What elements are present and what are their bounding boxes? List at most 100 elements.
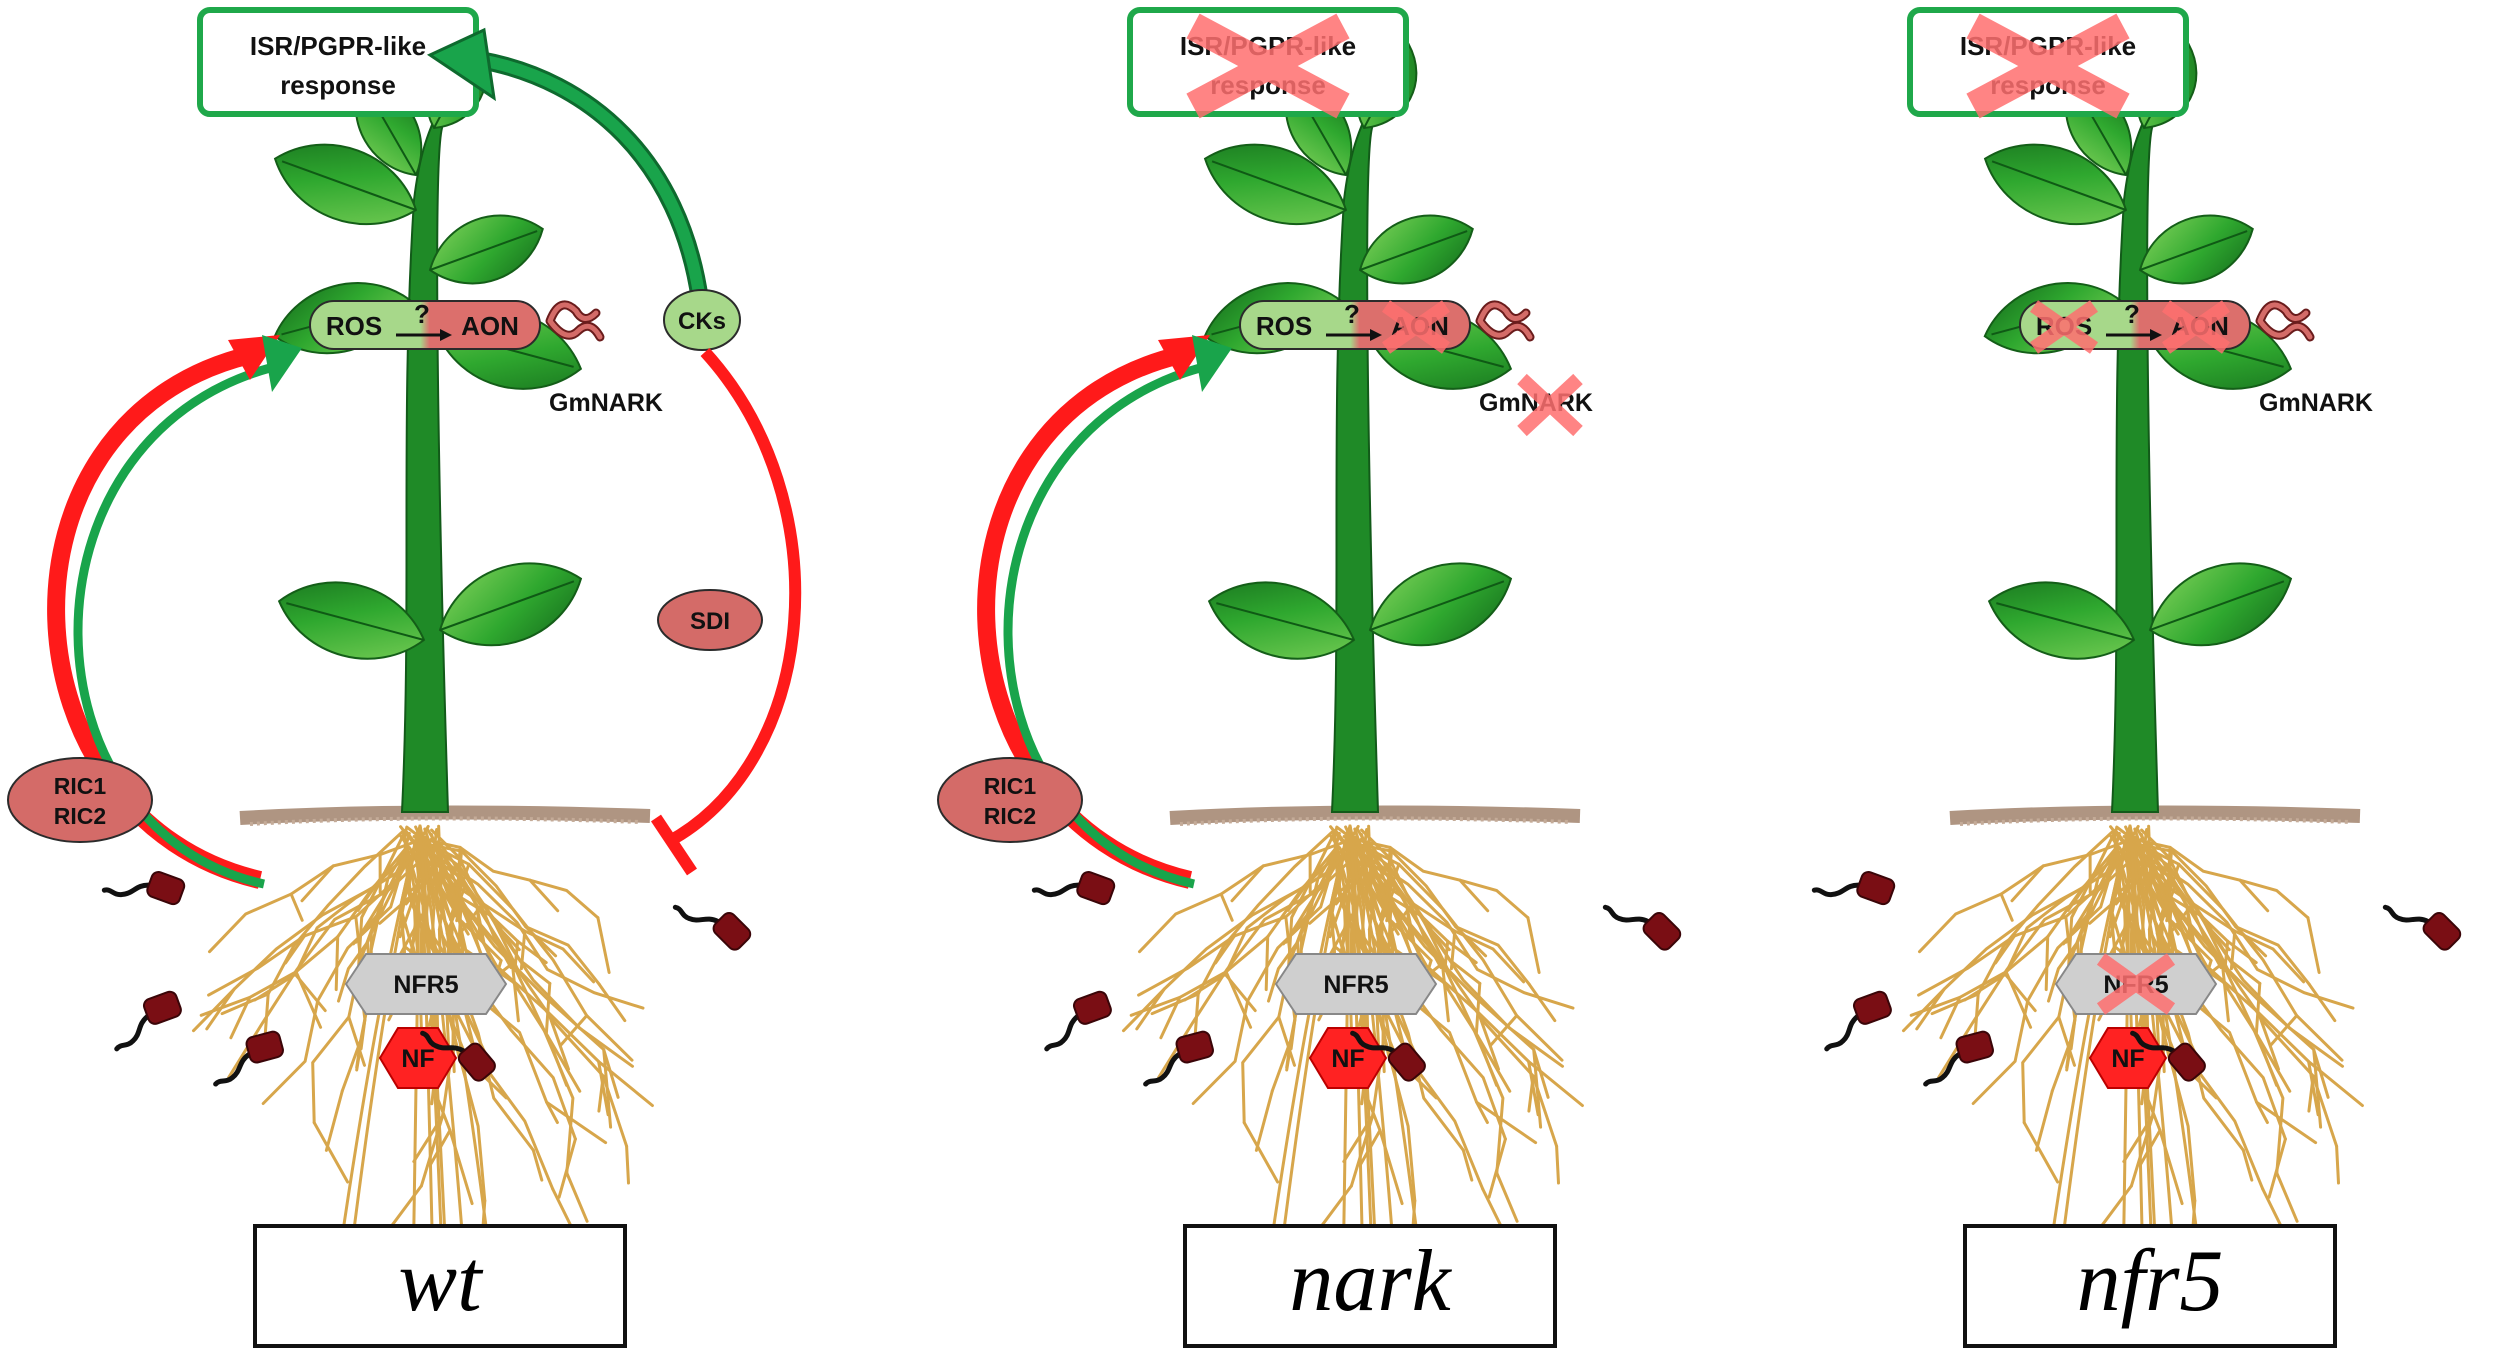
root-main — [2131, 837, 2310, 920]
nfr5-label: NFR5 — [1323, 971, 1388, 999]
root-branch — [1316, 1184, 1353, 1232]
leaf-vein — [1991, 160, 2127, 211]
root-branch — [1532, 1048, 1550, 1099]
root-branch — [1495, 1171, 1519, 1223]
cross-stroke-b — [1381, 300, 1451, 354]
root-main — [1356, 827, 1478, 965]
root-branch — [1264, 935, 1270, 992]
root-branch — [1219, 892, 1234, 922]
root-main — [1918, 836, 2138, 954]
root-main — [432, 853, 645, 1010]
root-branch — [2306, 916, 2321, 974]
root-main — [199, 847, 408, 1017]
ric-arc-green — [1003, 363, 1202, 889]
root-main — [1191, 846, 1340, 1105]
rhizobium-body — [2167, 1042, 2206, 1082]
leaf-low-left — [1207, 581, 1356, 660]
root-branch — [2010, 864, 2045, 903]
root-branch — [2223, 939, 2230, 972]
leaf-low-right — [438, 562, 583, 647]
leaf-low-left — [1987, 581, 2136, 660]
rhizobium-flagellum — [1602, 904, 1651, 924]
gmnark-cross — [1517, 373, 1583, 437]
ros-cross — [2029, 300, 2099, 354]
root-main — [1183, 837, 1364, 1002]
rhizobium-5 — [1602, 904, 1682, 951]
cross-stroke-b — [2161, 300, 2231, 354]
leaf-upper-left — [1203, 143, 1348, 225]
leaf-low-right — [1368, 562, 1513, 647]
rhizobium-3 — [213, 1030, 284, 1087]
rhizobium-flagellum — [2130, 1030, 2177, 1054]
ros-aon-oval — [309, 300, 541, 350]
ric-arc-green — [73, 363, 272, 889]
soil-line — [1169, 805, 1581, 825]
nf-hexagon — [2088, 1027, 2168, 1089]
root-branch — [2256, 1011, 2280, 1071]
genotype-label: nark — [1289, 1233, 1452, 1330]
root-branch — [1385, 896, 1394, 923]
genotype-box — [1183, 1224, 1557, 1348]
root-branch — [489, 914, 519, 971]
rhizobium-flagellum — [1044, 1013, 1080, 1052]
rhizobium-4 — [420, 1030, 496, 1082]
root-branch — [2160, 877, 2174, 917]
leaf-vein — [1211, 160, 1347, 211]
root-main — [2142, 853, 2355, 1010]
root-main — [2140, 836, 2285, 1175]
leaf-vein — [286, 602, 425, 641]
root-branch — [524, 925, 558, 958]
root-branch — [2335, 1144, 2340, 1185]
root-branch — [2062, 909, 2092, 946]
root-branch — [1994, 934, 2016, 965]
root-main — [416, 840, 601, 986]
nf-label: NF — [2111, 1045, 2144, 1073]
root-branch — [1458, 878, 1490, 913]
rhizobium-3 — [1923, 1030, 1994, 1087]
cks-arrow — [478, 54, 706, 301]
cks-oval — [663, 289, 741, 351]
root-branch — [1999, 892, 2014, 922]
rhizobium-body — [1642, 912, 1682, 951]
root-branch — [510, 960, 520, 1023]
ric-arrowhead-green — [262, 335, 302, 392]
rhizobium-flagellum — [1031, 882, 1082, 898]
genotype-box — [1963, 1224, 2337, 1348]
root-branch — [1939, 995, 1962, 1040]
question-label: ? — [2124, 299, 2140, 329]
ric-oval — [937, 757, 1083, 843]
rhizobium-body — [712, 912, 752, 951]
root-main — [430, 836, 575, 1175]
panel-nfr5: ISR/PGPR-likeresponseROS?AONGmNARKNFR5NF… — [1811, 7, 2462, 1348]
root-branch — [531, 1148, 544, 1182]
root-main — [253, 837, 434, 1002]
root-branch — [2254, 981, 2262, 1035]
nfr5-cross — [2096, 953, 2176, 1015]
plant-stem — [400, 118, 450, 813]
cross-stroke-b — [1517, 373, 1583, 437]
root-branch — [2034, 1089, 2054, 1152]
root-branch — [289, 892, 304, 922]
leaf-vein — [2149, 580, 2285, 631]
root-main — [1963, 837, 2144, 1002]
ric-arrowhead-green — [1192, 335, 1232, 392]
ros-label: ROS — [1256, 311, 1312, 341]
rhizobium-flagellum — [101, 882, 152, 898]
rhizobium-body — [245, 1030, 284, 1064]
root-main — [1909, 847, 2118, 1017]
root-branch — [1527, 982, 1557, 1023]
root-branch — [602, 1048, 620, 1099]
root-branch — [2241, 1148, 2254, 1182]
root-branch — [2307, 1060, 2320, 1117]
cross-stroke-b — [2096, 953, 2176, 1015]
rhizobium-body — [1856, 871, 1896, 906]
root-branch — [559, 1014, 589, 1047]
root-branch — [1474, 981, 1482, 1035]
root-branch — [2275, 1171, 2299, 1223]
gmnark-receptor — [2257, 302, 2313, 340]
aon-cross — [1381, 300, 1451, 354]
root-branch — [1214, 934, 1236, 965]
gmnark-label: GmNARK — [549, 389, 663, 417]
plant-stem — [2110, 118, 2160, 813]
